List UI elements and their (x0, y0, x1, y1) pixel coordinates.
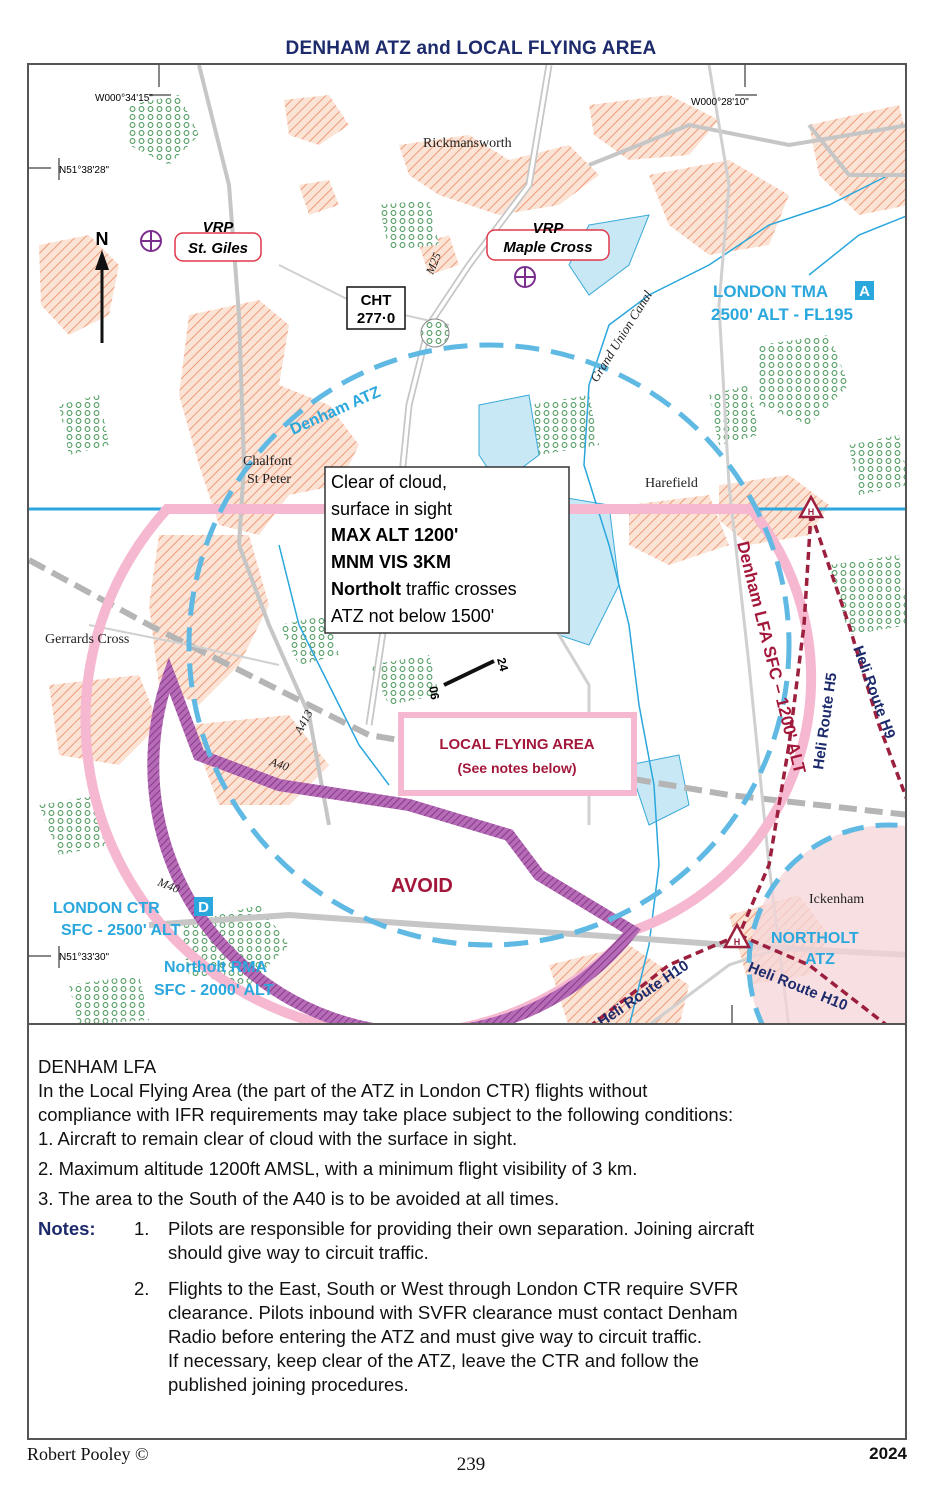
vrp-st-giles-name: St. Giles (188, 240, 248, 257)
cht-label: CHT (361, 292, 392, 309)
conditions-line5: Northolt traffic crosses (331, 579, 517, 599)
cht-frequency: 277·0 (357, 310, 395, 327)
northolt-rma-line2: SFC - 2000' ALT (154, 982, 274, 999)
condition-3: 3. The area to the South of the A40 is t… (38, 1188, 560, 1209)
heli-routes (591, 512, 905, 1023)
london-ctr-line1: LONDON CTR (53, 900, 160, 917)
woodland (39, 95, 905, 1023)
heli-h-north: H (808, 507, 815, 517)
lfa-pink-boundary (80, 504, 817, 1023)
heli-route-h9-label: Heli Route H9 (849, 644, 898, 741)
vrp-st-giles: VRP St. Giles (140, 219, 262, 262)
place-chalfont-2: St Peter (247, 472, 291, 487)
conditions-line2: surface in sight (331, 499, 452, 519)
place-ickenham: Ickenham (809, 892, 864, 907)
coord-lat-north: N51°38'28" (59, 165, 109, 176)
runway-end-24: 24 (494, 656, 511, 673)
lfa-arc-label: Denham LFA SFC – 1200' ALT (733, 539, 809, 776)
note-2-line1: Flights to the East, South or West throu… (168, 1278, 739, 1299)
note-1-line1: Pilots are responsible for providing the… (168, 1218, 755, 1239)
coord-lat-south: N51°33'30" (59, 952, 109, 963)
conditions-box: Clear of cloud, surface in sight MAX ALT… (324, 466, 570, 634)
northolt-atz-line1: NORTHOLT (771, 930, 859, 947)
heli-h-south: H (734, 937, 741, 947)
cht-beacon-icon (420, 318, 450, 348)
conditions-northolt: Northolt (331, 579, 401, 599)
footer-author: Robert Pooley © (27, 1444, 149, 1464)
northolt-atz-circle (746, 822, 905, 1023)
note-1-line2: should give way to circuit traffic. (168, 1242, 429, 1263)
notes-panel: DENHAM LFA In the Local Flying Area (the… (27, 1025, 907, 1440)
note-1: Notes: 1. Pilots are responsible for pro… (38, 1217, 898, 1265)
north-label: N (96, 229, 109, 249)
london-tma-line2: 2500' ALT - FL195 (711, 305, 853, 324)
heli-site-south: H (722, 922, 752, 949)
rivers (278, 174, 905, 1023)
london-ctr-badge-bg (194, 897, 213, 916)
heli-site-north: H (797, 494, 825, 519)
vrp-maple-cross-label: VRP (533, 220, 565, 237)
london-tma-label: LONDON TMA A 2500' ALT - FL195 (711, 281, 874, 324)
local-flying-area-box: LOCAL FLYING AREA (See notes below) (398, 712, 637, 796)
note-2-line4: If necessary, keep clear of the ATZ, lea… (168, 1350, 699, 1371)
note-2-line5: published joining procedures. (168, 1374, 409, 1395)
road-a40: A40 (267, 754, 291, 774)
coordinate-ticks (29, 65, 757, 1023)
notes-intro-1: In the Local Flying Area (the part of th… (38, 1080, 648, 1101)
vrp-maple-cross-name: Maple Cross (503, 239, 592, 256)
london-ctr-label: LONDON CTR D SFC - 2500' ALT (53, 897, 213, 939)
place-harefield: Harefield (645, 476, 698, 491)
london-tma-badge-bg (855, 281, 874, 300)
london-ctr-badge: D (198, 899, 209, 916)
place-rickmansworth: Rickmansworth (423, 136, 512, 151)
place-names: Rickmansworth Chalfont St Peter Harefiel… (45, 136, 864, 907)
note-2: 2. Flights to the East, South or West th… (38, 1277, 898, 1397)
runway (443, 659, 495, 687)
conditions-traffic: traffic crosses (401, 579, 517, 599)
denham-map: 24 06 CHT 277·0 H H Heli Route H5 Heli R… (29, 65, 905, 1023)
footer-year: 2024 (869, 1444, 907, 1463)
canal-label: Grand Union Canal (587, 287, 655, 384)
vrp-maple-cross: VRP Maple Cross (486, 220, 610, 288)
note-2-line3: Radio before entering the ATZ and must g… (168, 1326, 703, 1347)
notes-label: Notes: (38, 1218, 96, 1239)
cht-box (346, 286, 406, 330)
north-arrow: N (95, 229, 109, 343)
conditions-min-vis: MNM VIS 3KM (331, 552, 451, 572)
note-1-number: 1. (134, 1218, 150, 1239)
london-tma-badge: A (859, 283, 870, 300)
avoid-label: AVOID (391, 875, 453, 897)
avoid-a40-line (163, 672, 636, 937)
northolt-rma-line1: Northolt RMA (164, 959, 268, 976)
notes-text: DENHAM LFA In the Local Flying Area (the… (38, 1055, 898, 1397)
map-frame: 24 06 CHT 277·0 H H Heli Route H5 Heli R… (27, 63, 907, 1025)
notes-intro-2: compliance with IFR requirements may tak… (38, 1104, 734, 1125)
avoid-area-boundary (147, 657, 641, 1023)
conditions-line1: Clear of cloud, (331, 472, 447, 492)
coord-lon-east: W000°28'10" (691, 97, 749, 108)
place-chalfont-1: Chalfont (243, 454, 292, 469)
place-gerrards-cross: Gerrards Cross (45, 632, 129, 647)
lfa-box-subtitle: (See notes below) (457, 760, 576, 776)
condition-1: 1. Aircraft to remain clear of cloud wit… (38, 1128, 518, 1149)
runway-end-06: 06 (426, 685, 442, 701)
coord-lon-west: W000°34'15" (95, 93, 153, 104)
footer-page-number: 239 (456, 1454, 486, 1475)
northolt-atz-line2: ATZ (805, 951, 835, 968)
london-ctr-line2: SFC - 2500' ALT (61, 922, 181, 939)
conditions-max-alt: MAX ALT 1200' (331, 525, 458, 545)
london-tma-line1: LONDON TMA (713, 282, 828, 301)
note-2-line2: clearance. Pilots inbound with SVFR clea… (168, 1302, 738, 1323)
denham-atz-circle (186, 342, 792, 948)
vrp-st-giles-label: VRP (203, 219, 235, 236)
notes-heading: DENHAM LFA (38, 1056, 157, 1077)
note-2-number: 2. (134, 1278, 150, 1299)
lfa-box-title: LOCAL FLYING AREA (439, 736, 594, 753)
conditions-line6: ATZ not below 1500' (331, 606, 494, 626)
condition-2: 2. Maximum altitude 1200ft AMSL, with a … (38, 1158, 638, 1179)
page-title: DENHAM ATZ and LOCAL FLYING AREA (285, 38, 657, 59)
